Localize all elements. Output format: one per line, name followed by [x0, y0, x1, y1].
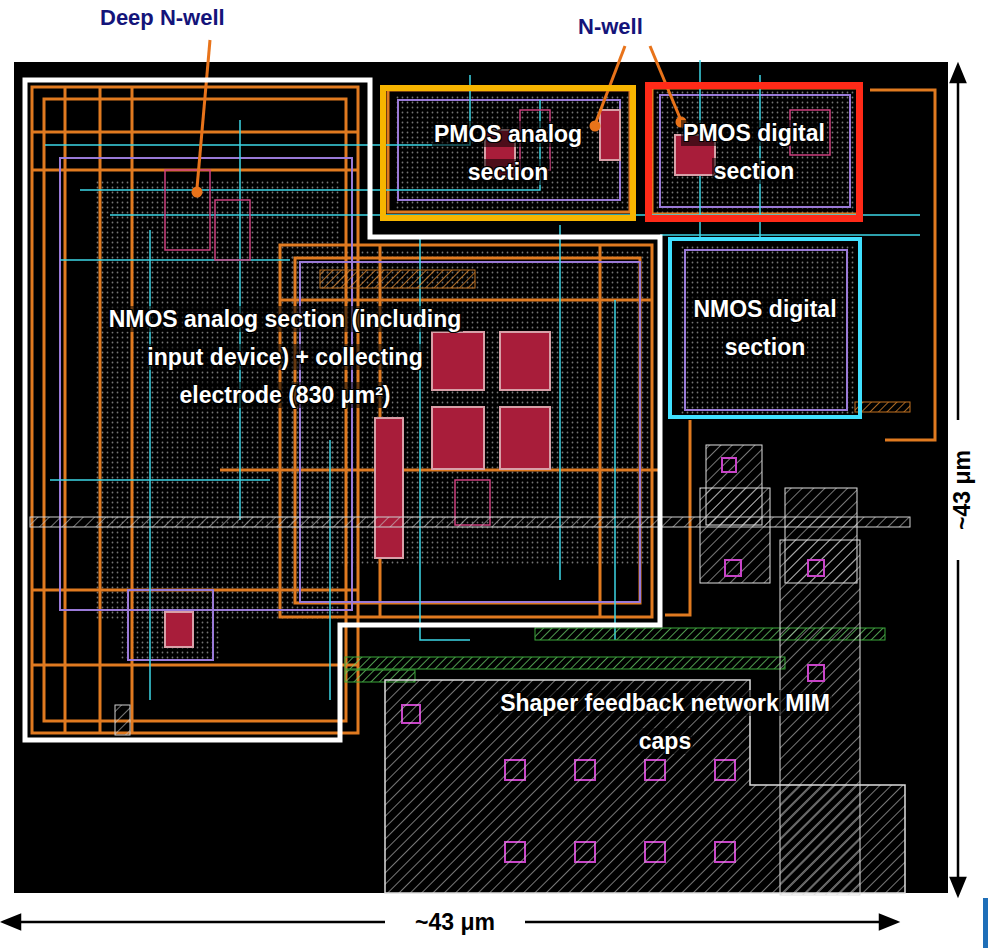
layer-label: Deep N-well: [100, 5, 225, 31]
leader-lines: [193, 40, 685, 196]
region-label: NMOS digital section: [676, 290, 854, 366]
dimension-label: ~43 μm: [411, 909, 499, 936]
diffusion-regions: [95, 90, 855, 660]
nmos-digital-region: NMOS digital section: [668, 237, 862, 419]
region-label-text: PMOS digital section: [681, 120, 827, 184]
region-label-text: NMOS analog section (including input dev…: [107, 306, 464, 408]
region-label-text: NMOS digital section: [691, 296, 838, 360]
region-label: NMOS analog section (including input dev…: [100, 300, 470, 414]
metal-bars: [30, 270, 910, 735]
region-label: PMOS analog section: [390, 115, 626, 191]
region-label-text: Shaper feedback network MIM caps: [498, 690, 832, 754]
pmos-digital-region: PMOS digital section: [645, 82, 863, 222]
layer-label: N-well: [578, 14, 643, 40]
region-label: Shaper feedback network MIM caps: [475, 684, 855, 760]
region-outline: [25, 80, 660, 740]
pmos-analog-region: PMOS analog section: [380, 85, 636, 221]
region-outline: [25, 80, 660, 740]
region-label-text: PMOS analog section: [432, 121, 584, 185]
dimension-label: ~43 μm: [949, 446, 976, 534]
region-outline: [385, 680, 905, 893]
page-edge-mark: [983, 898, 988, 948]
analog-region: NMOS analog section (including input dev…: [25, 80, 660, 740]
dimension-arrows: [3, 65, 965, 929]
mim-capacitor: Shaper feedback network MIM caps: [385, 680, 905, 893]
region-label: PMOS digital section: [656, 114, 852, 190]
metal-lavender: [60, 95, 850, 660]
